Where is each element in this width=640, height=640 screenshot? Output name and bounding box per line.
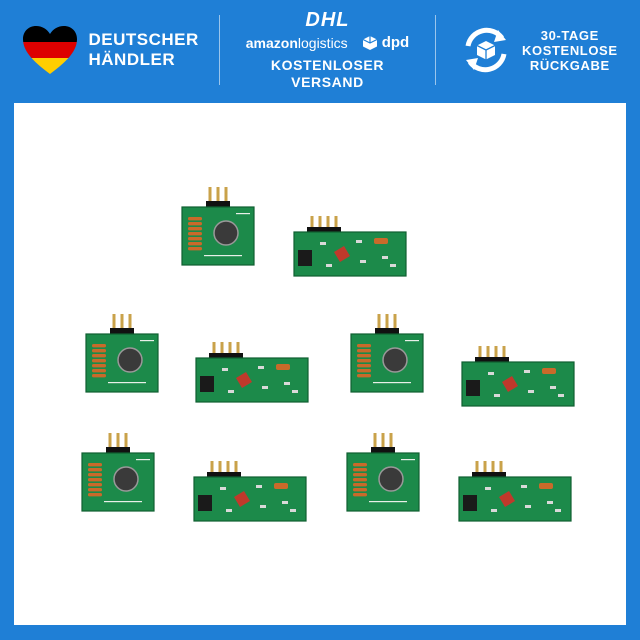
dpd-logo: dpd <box>362 34 409 51</box>
amazon-logistics-logo: amazonlogistics <box>245 34 348 51</box>
carrier-logos: amazonlogistics dpd <box>246 34 409 51</box>
tx-module-3 <box>343 314 427 394</box>
free-shipping-text: KOSTENLOSER VERSAND <box>270 57 385 90</box>
dhl-logo: DHL <box>305 9 350 31</box>
returns-line1: 30-TAGE <box>540 27 599 43</box>
returns-line3: RÜCKGABE <box>529 57 610 73</box>
returns-line2: KOSTENLOSE <box>522 42 618 58</box>
returns-badge: 30-TAGE KOSTENLOSE RÜCKGABE <box>436 0 640 100</box>
tx-module-5 <box>339 433 423 513</box>
tx-module-1 <box>174 187 258 267</box>
receiver-board <box>458 461 572 522</box>
rx-module-2 <box>192 342 312 404</box>
tx-module-4 <box>74 433 158 513</box>
german-flag-heart-icon <box>22 26 77 74</box>
dealer-line1: DEUTSCHER <box>88 30 199 49</box>
dpd-cube-icon <box>362 35 377 50</box>
transmitter-board <box>81 433 155 512</box>
rx-module-3 <box>458 346 578 408</box>
transmitter-board <box>350 314 424 393</box>
shipping-badge: DHL amazonlogistics dpd KOSTENLOSER VERS… <box>220 0 434 100</box>
transmitter-board <box>181 187 255 266</box>
transmitter-board <box>346 433 420 512</box>
receiver-board <box>193 461 307 522</box>
tx-module-2 <box>78 314 162 394</box>
rx-module-4 <box>190 461 310 523</box>
banner-divider <box>219 15 221 85</box>
receiver-board <box>461 346 575 407</box>
product-image-panel <box>14 103 626 625</box>
transmitter-board <box>85 314 159 393</box>
rx-module-1 <box>290 216 410 278</box>
return-box-cycle-icon <box>465 27 507 73</box>
receiver-board <box>293 216 407 277</box>
rx-module-5 <box>455 461 575 523</box>
receiver-board <box>195 342 309 403</box>
banner-divider <box>434 15 436 85</box>
german-dealer-badge: DEUTSCHER HÄNDLER <box>0 0 219 100</box>
dealer-line2: HÄNDLER <box>88 50 176 69</box>
trust-banner: DEUTSCHER HÄNDLER DHL amazonlogistics dp… <box>0 0 640 100</box>
